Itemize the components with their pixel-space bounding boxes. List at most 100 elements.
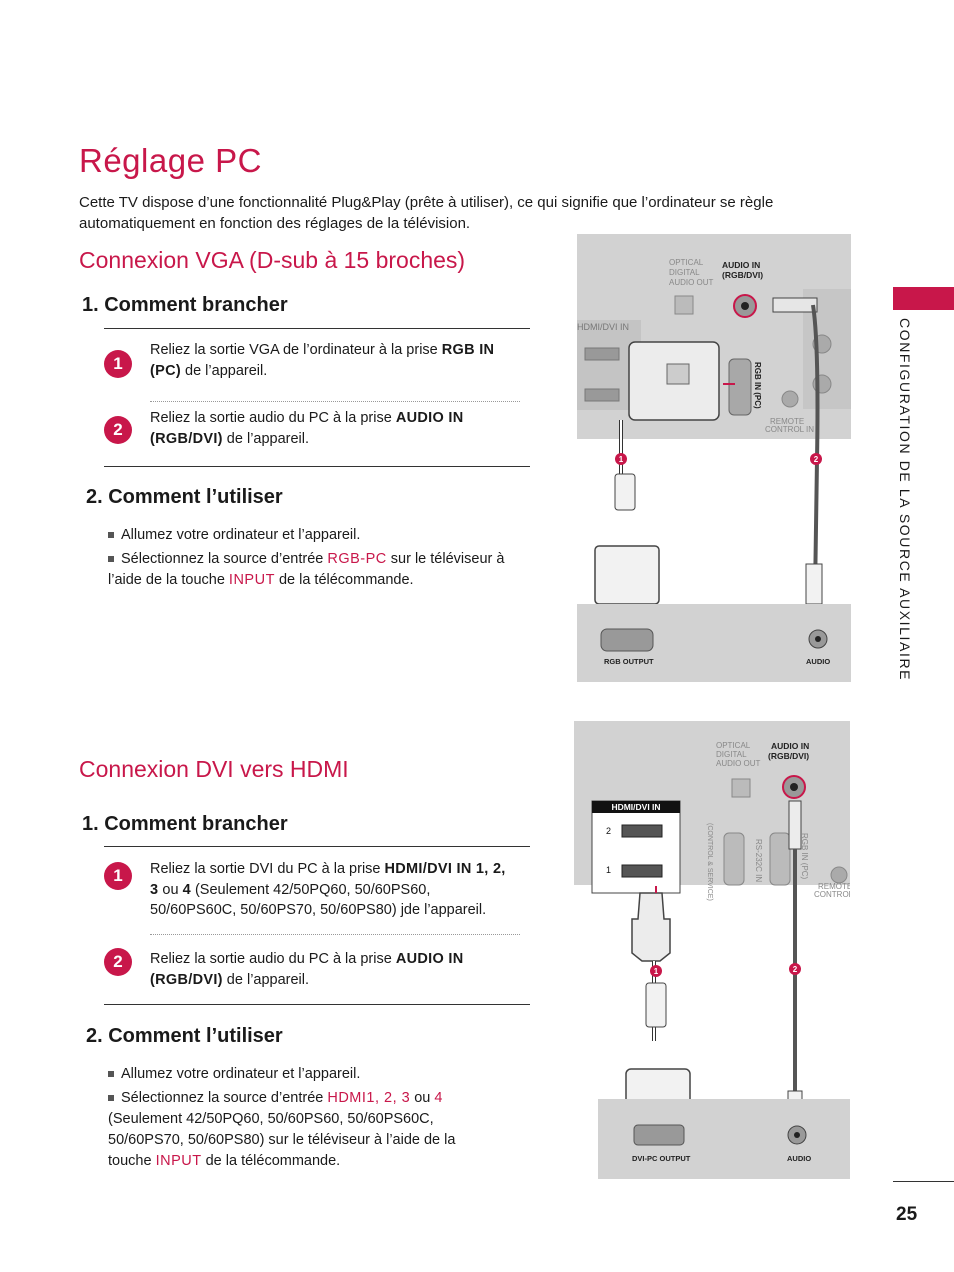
optical-port-icon: [674, 295, 694, 315]
audio-in-jack-icon: [790, 783, 798, 791]
dvi-step-2: Reliez la sortie audio du PC à la prise …: [150, 949, 520, 990]
vga-step-1: Reliez la sortie VGA de l’ordinateur à l…: [150, 340, 520, 381]
remote-port-icon: [830, 866, 848, 884]
step-text: de l’appareil.: [181, 362, 268, 379]
step-text: (Seulement 42/50PQ60, 50/60PS60, 50/60PS…: [150, 881, 487, 919]
step-text: Reliez la sortie audio du PC à la prise: [150, 410, 396, 426]
hdmi-port-icon: [584, 388, 620, 402]
marker-1: [615, 453, 627, 465]
audio-in-label: AUDIO IN(RGB/DVI): [768, 741, 809, 761]
dvi-output-label: DVI-PC OUTPUT: [632, 1154, 691, 1163]
page-number: 25: [896, 1204, 918, 1225]
port-name: RGB IN (PC): [150, 342, 495, 379]
dvi-output-port-icon: [633, 1124, 685, 1146]
audio-out-jack-icon: [794, 1132, 800, 1138]
step-text: Reliez la sortie VGA de l’ordinateur à l…: [150, 342, 442, 358]
vga-use-heading: 2. Comment l’utiliser: [86, 486, 283, 508]
divider: [104, 466, 530, 467]
step-number: 1: [104, 862, 132, 890]
bullet-item: Sélectionnez la source d’entrée RGB-PC s…: [108, 549, 526, 591]
audio-label: AUDIO: [787, 1154, 811, 1163]
rgb-output-port-icon: [600, 628, 654, 652]
audio-out-jack-icon: [815, 636, 821, 642]
audio-in-jack-icon: [741, 302, 749, 310]
rgb-in-port-icon: [728, 358, 752, 416]
dvi-step-1: Reliez la sortie DVI du PC à la prise HD…: [150, 859, 516, 921]
audio-plug-icon: [805, 563, 823, 605]
control-service-label: (CONTROL & SERVICE): [706, 823, 713, 901]
hdmi-port-icon: [584, 347, 620, 361]
marker-1: [650, 965, 662, 977]
marker-2-label: 2: [793, 965, 798, 974]
hdmi-dvi-in-label: HDMI/DVI IN: [577, 322, 629, 332]
dvi-heading: Connexion DVI vers HDMI: [79, 756, 349, 782]
port-name: AUDIO IN (RGB/DVI): [150, 951, 464, 988]
hdmi-panel: [591, 800, 681, 894]
bullet-text: Sélectionnez la source d’entrée: [121, 551, 328, 567]
dvi-use-heading: 2. Comment l’utiliser: [86, 1025, 283, 1047]
divider: [104, 328, 530, 329]
bullet-text: Allumez votre ordinateur et l’appareil.: [121, 527, 361, 543]
button-name: INPUT: [228, 572, 275, 588]
side-section-label: CONFIGURATION DE LA SOURCE AUXILIAIRE: [897, 318, 913, 682]
bullet-text: ou: [410, 1090, 435, 1106]
bullet-text: Sélectionnez la source d’entrée: [121, 1090, 328, 1106]
remote-port-icon: [781, 390, 799, 408]
bullet-item: Sélectionnez la source d’entrée HDMI1, 2…: [108, 1088, 480, 1172]
hdmi-plug-icon: [631, 892, 671, 962]
step-text: ou: [158, 881, 183, 898]
divider: [104, 1004, 530, 1005]
hdmi-port-2-label: 2: [606, 826, 611, 836]
rgb-in-port-icon: [769, 832, 791, 886]
step-text: Reliez la sortie audio du PC à la prise: [150, 951, 396, 967]
source-name: 4: [434, 1090, 443, 1106]
marker-2: [789, 963, 801, 975]
vga-step-2: Reliez la sortie audio du PC à la prise …: [150, 408, 520, 449]
bullet-icon: [108, 1095, 114, 1102]
rs232-port-icon: [723, 832, 745, 886]
audio-cable: [811, 304, 820, 595]
bullet-text: sur le téléviseur à l’aide de la touche: [108, 551, 505, 588]
marker-1-label: 1: [654, 967, 659, 976]
step-text: de l’appareil.: [222, 971, 310, 988]
page-title: Réglage PC: [79, 142, 262, 179]
bullet-icon: [108, 556, 114, 563]
marker-2: [810, 453, 822, 465]
bullet-icon: [108, 1071, 114, 1078]
bullet-icon: [108, 532, 114, 539]
bullet-item: Allumez votre ordinateur et l’appareil.: [108, 525, 528, 546]
audio-plug-icon: [772, 297, 818, 313]
hdmi-dvi-in-label: HDMI/DVI IN: [611, 802, 660, 812]
rgb-in-label: RGB IN (PC): [753, 362, 762, 409]
audio-plug-icon: [788, 800, 802, 850]
divider: [150, 934, 520, 935]
vga-plug-icon: [594, 545, 660, 605]
hdmi-port-icon: [621, 824, 663, 838]
button-name: INPUT: [155, 1153, 202, 1169]
audio-in-label: AUDIO IN(RGB/DVI): [722, 260, 763, 280]
step-number: 1: [104, 350, 132, 378]
vga-plug-icon: [666, 363, 690, 385]
vga-heading: Connexion VGA (D-sub à 15 broches): [79, 247, 466, 273]
section-tab-marker: [893, 287, 954, 310]
port-name: AUDIO IN (RGB/DVI): [150, 410, 464, 447]
rs232-label: RS-232C IN: [754, 839, 763, 882]
bullet-text: (Seulement 42/50PQ60, 50/60PS60, 50/60PS…: [108, 1111, 456, 1169]
rgb-in-label: RGB IN (PC): [800, 833, 809, 880]
port-name: HDMI/DVI IN 1, 2, 3: [150, 861, 506, 898]
hdmi-panel-header: [592, 801, 680, 813]
intro-text: Cette TV dispose d’une fonctionnalité Pl…: [79, 194, 774, 232]
rgb-output-label: RGB OUTPUT: [604, 657, 654, 666]
hdmi-port-1-label: 1: [606, 865, 611, 875]
step-text: Reliez la sortie DVI du PC à la prise: [150, 861, 385, 877]
source-name: HDMI1, 2, 3: [327, 1090, 411, 1106]
divider: [150, 401, 520, 402]
step-number: 2: [104, 948, 132, 976]
audio-label: AUDIO: [806, 657, 830, 666]
bullet-text: Allumez votre ordinateur et l’appareil.: [121, 1066, 361, 1082]
